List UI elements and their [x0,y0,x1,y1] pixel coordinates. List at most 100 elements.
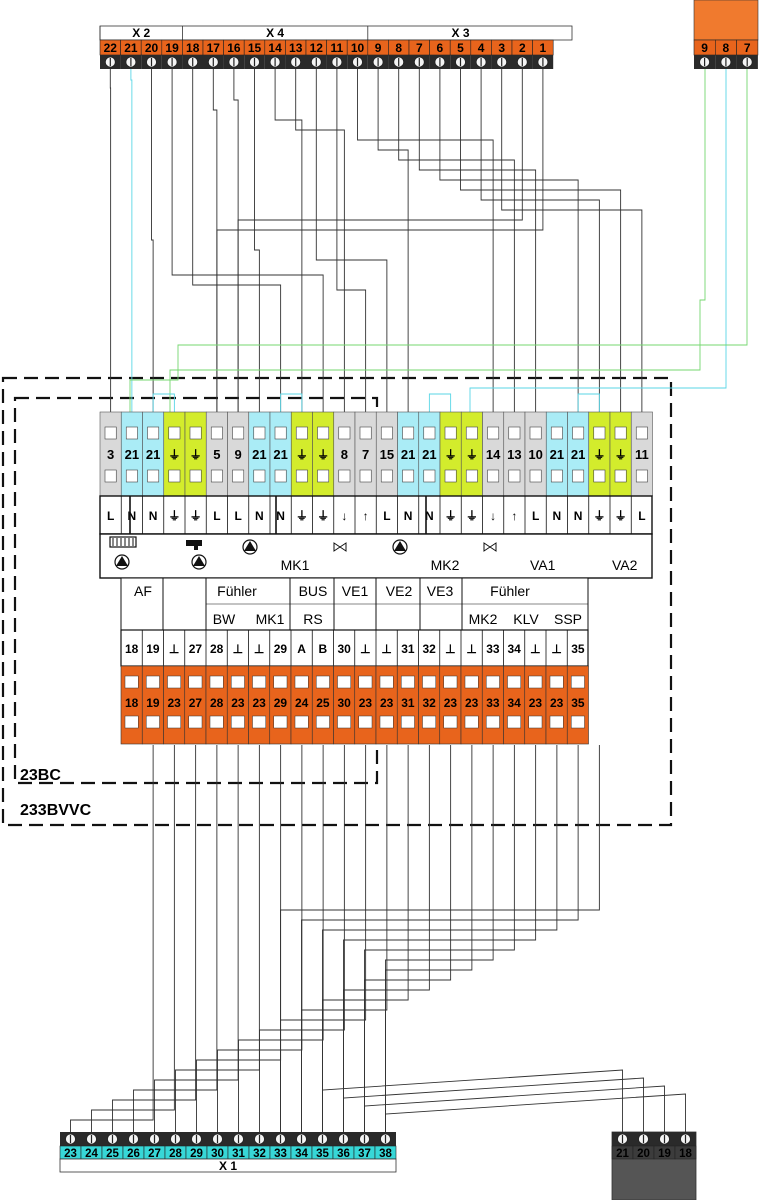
br-terminal-18 [674,1145,697,1160]
top-terminal-label-3: 3 [498,41,505,55]
low-number-4: 28 [210,642,224,656]
tr-terminal-label-8: 8 [723,41,730,55]
module-block-label-16: ⏚ [445,448,457,462]
letter-5: L [213,509,220,523]
low-number-6: ⊥ [254,642,264,656]
wire-tr-9 [169,69,706,412]
wire-top-17 [237,69,523,412]
orange-slot-bottom-18 [507,715,521,729]
low-number-21: 35 [571,642,585,656]
orange-slot-bottom-21 [571,715,585,729]
orange-number-9: 25 [316,696,330,710]
letter-15: N [425,509,434,523]
wire-bottom-18 [343,745,537,1132]
orange-slot-bottom-8 [294,715,309,729]
sensor-rs: RS [303,611,322,627]
low-number-0: 18 [125,642,139,656]
module-block-label-18: 14 [486,447,501,462]
orange-slot-bottom-9 [316,715,330,729]
wire-cyan-bridge-0 [152,393,175,412]
module-block-top-slot-24 [614,426,627,440]
top-terminal-label-17: 17 [207,41,221,55]
module-block-bottom-slot-22 [572,469,585,483]
orange-slot-bottom-19 [528,715,543,729]
module-block-bottom-slot-1 [125,469,138,483]
low-number-9: B [319,642,328,656]
orange-slot-bottom-20 [549,715,564,729]
bottom-terminal-label-27: 27 [148,1148,161,1160]
orange-number-1: 19 [146,696,160,710]
orange-slot-top-13 [401,675,415,689]
top-terminal-label-9: 9 [375,41,382,55]
orange-slot-bottom-7 [273,715,288,729]
orange-number-4: 28 [210,696,224,710]
orange-slot-bottom-2 [167,715,181,729]
module-block-label-1: 21 [125,447,139,462]
module-block-top-slot-18 [487,426,500,440]
module-block-label-25: 11 [635,447,649,462]
wire-bottom-20 [301,745,579,1132]
top-terminal-label-4: 4 [478,41,485,55]
module-block-top-slot-7 [253,426,266,440]
module-block-label-17: ⏚ [466,448,478,462]
orange-slot-top-6 [252,675,266,689]
orange-slot-top-9 [316,675,330,689]
wire-bottom-21 [280,745,600,1132]
module-block-bottom-slot-19 [508,469,521,483]
orange-slot-top-2 [167,675,181,689]
orange-slot-top-15 [443,675,458,689]
low-number-11: ⊥ [360,642,370,656]
orange-number-11: 23 [359,696,373,710]
module-block-top-slot-19 [508,426,521,440]
letter-10: ⏚ [317,509,329,523]
bottom-terminal-label-23: 23 [64,1148,77,1160]
orange-slot-bottom-4 [209,715,224,729]
bottom-terminal-label-29: 29 [190,1148,203,1160]
bottom-strip-footer [59,1158,397,1173]
module-block-label-20: 10 [528,447,542,462]
orange-number-5: 23 [231,696,245,710]
sensor-ve2: VE2 [386,583,413,599]
module-block-bottom-slot-17 [465,469,478,483]
orange-number-21: 35 [571,696,585,710]
wire-top-7 [315,69,388,412]
wire-cyan-bridge-3 [577,393,600,412]
top-group-label-2: X 3 [451,26,469,40]
top-terminal-label-16: 16 [227,41,241,55]
wire-top-11 [398,69,515,412]
top-strip-header [99,25,573,41]
low-number-2: ⊥ [169,642,179,656]
orange-slot-top-1 [146,675,160,689]
mixer-valve-icon [483,542,497,552]
br-terminal-label-21: 21 [616,1148,629,1160]
module-block-label-12: 7 [362,447,369,462]
orange-slot-top-12 [379,675,394,689]
module-block-bottom-slot-2 [147,469,160,483]
module-block-bottom-slot-8 [274,469,287,483]
orange-slot-bottom-5 [231,715,245,729]
module-block-top-slot-15 [423,426,436,440]
top-terminal-label-10: 10 [351,41,365,55]
module-block-label-0: 3 [107,447,114,462]
module-block-top-slot-12 [359,426,372,440]
tap-icon [186,540,202,550]
module-block-top-slot-23 [593,426,606,440]
letter-24: ⏚ [615,509,627,523]
module-block-top-slot-9 [295,426,308,440]
low-number-15: ⊥ [445,642,455,656]
module-block-top-slot-3 [168,426,181,440]
module-block-bottom-slot-23 [593,469,606,483]
bottom-terminal-label-36: 36 [337,1148,350,1160]
orange-slot-top-20 [549,675,564,689]
letter-25: L [638,509,645,523]
orange-number-19: 23 [529,696,543,710]
letter-11: ↓ [341,509,347,523]
low-number-10: 30 [337,642,351,656]
module-block-label-22: 21 [571,447,585,462]
letter-12: ↑ [363,509,369,523]
letter-22: N [574,509,583,523]
orange-slot-bottom-12 [379,715,394,729]
orange-number-3: 27 [189,696,203,710]
bottom-terminal-label-25: 25 [106,1148,119,1160]
module-block-top-slot-21 [550,426,563,440]
